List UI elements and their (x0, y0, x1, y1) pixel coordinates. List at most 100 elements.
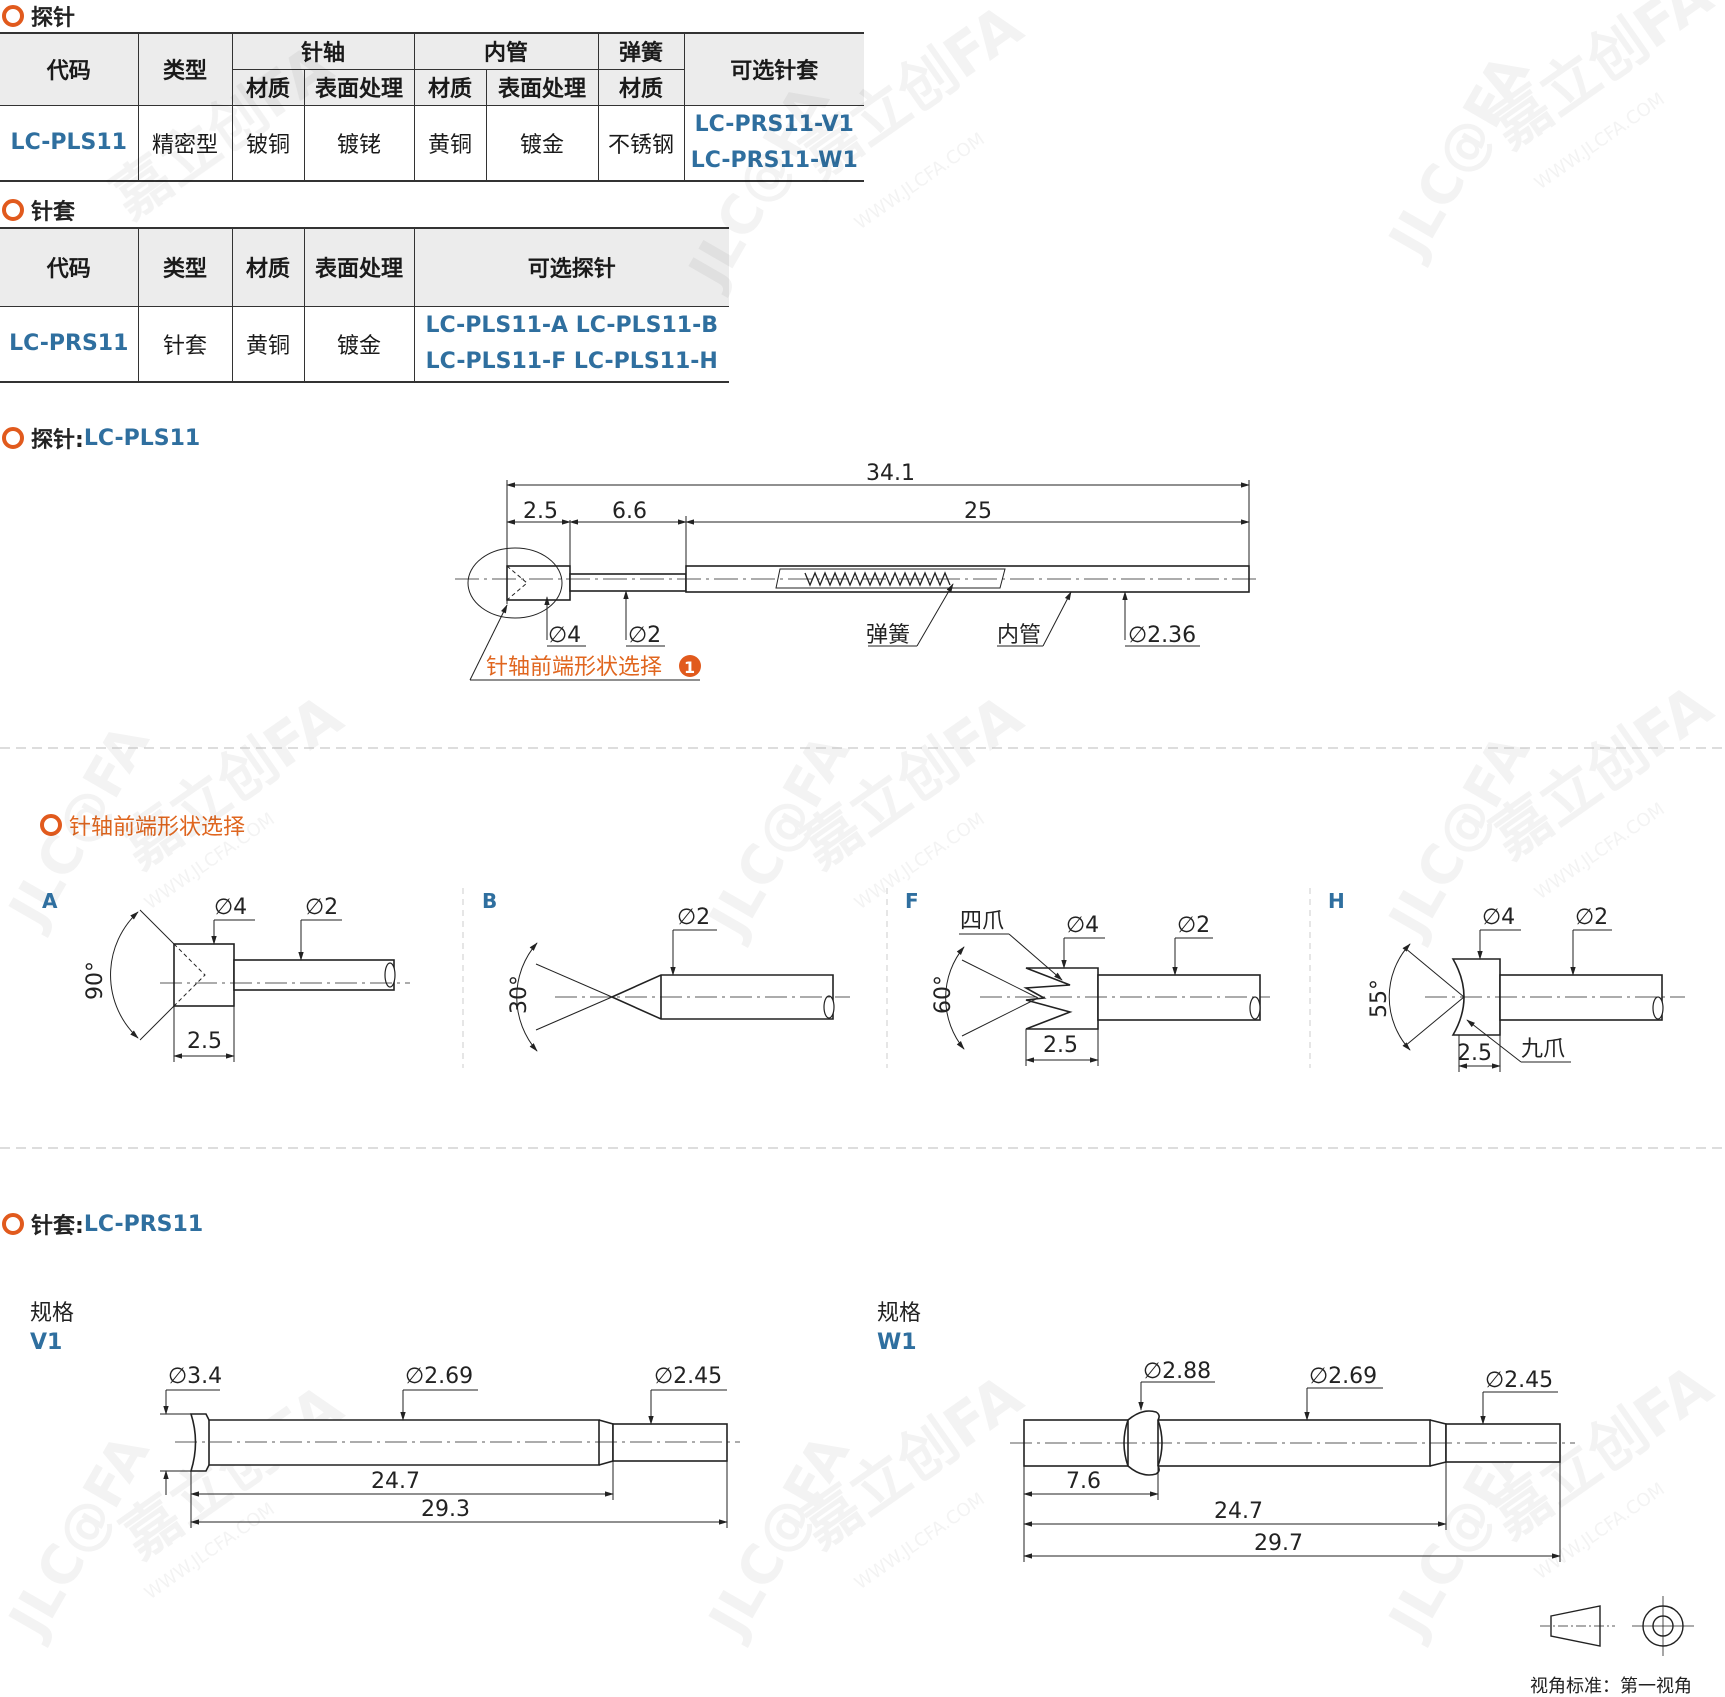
projection-symbol-icon (1540, 1596, 1694, 1656)
w1-len-body: 24.7 (1214, 1499, 1263, 1524)
tip-h-len: 2.5 (1457, 1041, 1492, 1066)
probe-neck (569, 573, 687, 592)
header-material: 材质 (231, 227, 305, 307)
w1-spec-label: 规格 (877, 1301, 921, 1326)
tip-letter-f: F (905, 889, 919, 913)
callout-number-icon (679, 655, 701, 677)
tip-h-angle: 55° (1367, 979, 1392, 1018)
sleeve-option-w1: LC-PRS11-W1 (690, 147, 858, 173)
dia-head-label: ∅4 (548, 623, 581, 648)
sleeve-type-cell: 针套 (137, 305, 233, 383)
v1-len-total: 29.3 (421, 1497, 470, 1522)
header-tube-surface: 表面处理 (485, 68, 599, 106)
sleeve-surface-cell: 镀金 (303, 305, 415, 383)
probe-table-title: 探针 (31, 6, 76, 31)
watermark-group: 嘉立创FA 嘉立创FA 嘉立创FA 嘉立创FA 嘉立创FA 嘉立创FA 嘉立创F… (0, 0, 1724, 1650)
shaft-material-cell: 铍铜 (231, 104, 305, 182)
tube-surface-cell: 镀金 (485, 104, 599, 182)
tip-letter-a: A (42, 889, 58, 913)
probe-type-cell: 精密型 (137, 104, 233, 182)
header-code: 代码 (0, 32, 139, 106)
header-type: 类型 (137, 227, 233, 307)
tip-f-d2: ∅2 (1177, 913, 1210, 938)
sleeve-drawing-code: LC-PRS11 (83, 1211, 204, 1237)
section-bullet-icon (2, 427, 24, 449)
tube-label: 内管 (997, 623, 1041, 648)
dim-head-label: 2.5 (523, 499, 558, 524)
probe-code-cell: LC-PLS11 (0, 104, 139, 182)
tip-letter-b: B (482, 889, 497, 913)
probe-options-line-2: LC-PLS11-F LC-PLS11-H (425, 348, 718, 374)
tip-b-angle: 30° (507, 975, 532, 1014)
tip-f-note: 四爪 (960, 909, 1004, 934)
tip-a-angle: 90° (83, 961, 108, 1000)
sleeve-drawing-title: 针套: (31, 1214, 84, 1239)
sleeve-drawing-heading: 针套:LC-PRS11 (2, 1208, 203, 1240)
tip-a-d1: ∅4 (214, 895, 247, 920)
tip-highlight (467, 547, 563, 619)
sleeve-spec-table: 代码 类型 材质 表面处理 可选探针 LC-PRS11 针套 黄铜 镀金 LC-… (0, 227, 729, 383)
tip-shapes-heading: 针轴前端形状选择 (40, 809, 245, 841)
header-spring-material: 材质 (597, 68, 685, 106)
sleeve-options-cell: LC-PRS11-V1 LC-PRS11-W1 (683, 104, 864, 182)
section-bullet-icon (2, 199, 24, 221)
sleeve-code-cell: LC-PRS11 (0, 305, 139, 383)
header-shaft-surface: 表面处理 (303, 68, 415, 106)
tube-material-cell: 黄铜 (413, 104, 487, 182)
probe-drawing-heading: 探针:LC-PLS11 (2, 422, 200, 454)
header-type: 类型 (137, 32, 233, 106)
tip-shape-h (1388, 929, 1685, 1072)
sleeve-v1-drawing (160, 1389, 740, 1528)
header-surface: 表面处理 (303, 227, 415, 307)
section-bullet-icon (40, 814, 62, 836)
dim-neck-label: 6.6 (612, 499, 647, 524)
section-bullet-icon (2, 5, 24, 27)
tip-shape-f (945, 933, 1270, 1066)
sleeve-w1-drawing (1010, 1381, 1575, 1562)
tip-callout-label: 针轴前端形状选择 (486, 655, 662, 680)
dia-neck-label: ∅2 (628, 623, 661, 648)
watermark-brand: 嘉立创FA (789, 0, 1034, 191)
probe-drawing-code: LC-PLS11 (83, 425, 201, 451)
tip-h-note: 九爪 (1521, 1037, 1565, 1062)
v1-d-tail: ∅2.45 (654, 1364, 722, 1389)
probe-options-line-1: LC-PLS11-A LC-PLS11-B (425, 312, 719, 338)
probe-drawing (455, 480, 1260, 681)
spring-label: 弹簧 (866, 623, 910, 648)
tip-a-d2: ∅2 (305, 895, 338, 920)
tip-h-d1: ∅4 (1482, 905, 1515, 930)
v1-len-body: 24.7 (371, 1469, 420, 1494)
tip-shape-b (516, 929, 850, 1052)
tip-shape-a (110, 909, 410, 1062)
header-tube-material: 材质 (413, 68, 487, 106)
v1-d-body: ∅2.69 (405, 1364, 473, 1389)
callout-number: 1 (684, 658, 695, 677)
dim-body-label: 25 (964, 499, 992, 524)
header-shaft: 针轴 (231, 32, 415, 70)
w1-len-total: 29.7 (1254, 1531, 1303, 1556)
probe-table-heading: 探针 (2, 0, 75, 32)
v1-d-flange: ∅3.4 (168, 1364, 222, 1389)
header-sleeve: 可选针套 (683, 32, 864, 106)
sleeve-table-heading: 针套 (2, 194, 75, 226)
v1-name: V1 (30, 1330, 62, 1355)
shaft-surface-cell: 镀铑 (303, 104, 415, 182)
sleeve-table-title: 针套 (31, 200, 76, 225)
tip-h-d2: ∅2 (1575, 905, 1608, 930)
w1-len-bulge: 7.6 (1066, 1469, 1101, 1494)
projection-label: 视角标准：第一视角 (1530, 1676, 1692, 1697)
header-probes: 可选探针 (413, 227, 729, 307)
probe-options-cell: LC-PLS11-A LC-PLS11-B LC-PLS11-F LC-PLS1… (413, 305, 729, 383)
w1-d-bulge: ∅2.88 (1143, 1359, 1211, 1384)
tip-f-angle: 60° (931, 975, 956, 1014)
section-bullet-icon (2, 1213, 24, 1235)
tip-f-d1: ∅4 (1066, 913, 1099, 938)
tip-a-len: 2.5 (187, 1029, 222, 1054)
header-spring: 弹簧 (597, 32, 685, 70)
dia-body-label: ∅2.36 (1128, 623, 1196, 648)
sleeve-material-cell: 黄铜 (231, 305, 305, 383)
tip-f-len: 2.5 (1043, 1033, 1078, 1058)
probe-spec-table: 代码 类型 针轴 内管 弹簧 可选针套 材质 表面处理 材质 表面处理 材质 L… (0, 32, 864, 182)
w1-name: W1 (877, 1330, 917, 1355)
tip-shapes-title: 针轴前端形状选择 (69, 815, 246, 840)
